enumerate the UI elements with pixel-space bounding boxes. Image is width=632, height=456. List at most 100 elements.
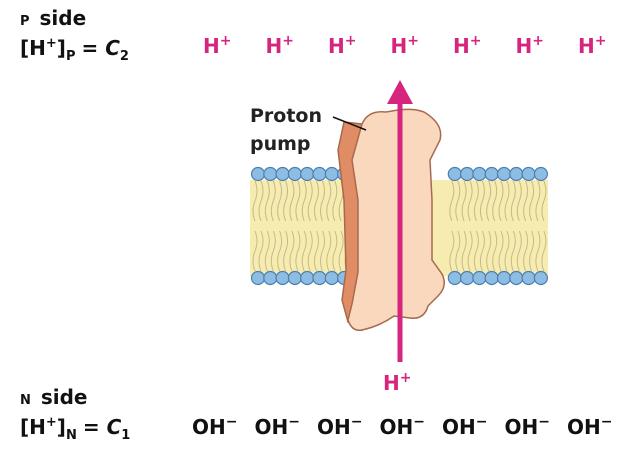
p-conc-equals: = — [81, 36, 105, 60]
lipid-tail-top — [516, 180, 522, 222]
proton-ion-base: H — [266, 34, 283, 58]
lipid-head-top — [447, 166, 462, 182]
proton-ion: H+ — [453, 33, 481, 58]
hydroxide-ion-charge: − — [351, 414, 363, 430]
hydroxide-ion-base: OH — [567, 415, 601, 439]
lipid-tail-top — [252, 180, 258, 222]
lipid-head-bottom — [521, 270, 536, 286]
lipid-tail-bottom — [529, 230, 535, 272]
lipid-tail-bottom — [320, 230, 325, 272]
lipid-tail-top — [510, 180, 516, 222]
hydroxide-ion-base: OH — [317, 415, 351, 439]
lipid-head-top — [533, 166, 549, 182]
lipid-tail-top — [486, 180, 492, 222]
pump-label-leader — [332, 116, 367, 131]
hydroxide-ion-base: OH — [380, 415, 414, 439]
lipid-head-bottom — [263, 270, 278, 286]
lipid-tail-bottom — [338, 230, 344, 272]
lipid-head-bottom — [533, 270, 549, 286]
lipid-tail-top — [301, 180, 307, 222]
lipid-tail-top — [461, 180, 467, 222]
hydroxide-ion-charge: − — [413, 414, 425, 430]
hydroxide-ion: OH− — [380, 414, 425, 439]
proton-ion-base: H — [203, 34, 220, 58]
lipid-head-bottom — [472, 270, 487, 286]
lipid-head-bottom — [250, 270, 266, 286]
proton-ion-base: H — [391, 34, 408, 58]
n-side-hydroxides: OH−OH−OH−OH−OH−OH−OH− — [192, 414, 612, 439]
p-conc-open: [H — [20, 36, 46, 60]
hydroxide-ion-base: OH — [192, 415, 226, 439]
lipid-tail-bottom — [516, 230, 522, 272]
lipid-tail-bottom — [449, 230, 455, 272]
p-conc-variable: C — [105, 36, 120, 60]
lipid-head-top — [324, 166, 339, 182]
lipid-tail-top — [283, 180, 289, 222]
n-conc-open: [H — [20, 415, 46, 439]
lipid-tail-bottom — [301, 230, 307, 272]
lipid-head-bottom — [287, 270, 302, 286]
lipid-tail-top — [289, 180, 295, 222]
proton-ion-charge: + — [220, 33, 232, 49]
lipid-tail-top — [535, 180, 541, 222]
lipid-tail-bottom — [289, 230, 295, 272]
pump-label-pump: pump — [250, 133, 311, 155]
lipid-tail-bottom — [479, 230, 485, 272]
n-conc-variable-subscript: 1 — [121, 428, 130, 443]
lipid-tail-bottom — [264, 230, 270, 272]
lipid-tail-bottom — [523, 230, 529, 272]
lipid-tail-bottom — [270, 230, 276, 272]
lipid-tails — [252, 180, 547, 272]
lipid-tail-bottom — [295, 230, 301, 272]
translocated-proton: H+ — [383, 370, 411, 395]
n-side-letter: N — [20, 393, 31, 408]
lipid-tail-bottom — [467, 230, 473, 272]
n-conc-close: ] — [57, 415, 66, 439]
lipid-tail-bottom — [492, 230, 498, 272]
proton-ion: H+ — [203, 33, 231, 58]
p-conc-close: ] — [57, 36, 66, 60]
lipid-tail-bottom — [535, 230, 541, 272]
lipid-tail-top — [270, 180, 276, 222]
lipid-head-bottom — [324, 270, 339, 286]
proton-ion-charge: + — [345, 33, 357, 49]
lipid-head-top — [460, 166, 475, 182]
hydroxide-ion-charge: − — [288, 414, 300, 430]
lipid-head-top — [472, 166, 487, 182]
lipid-tail-top — [467, 180, 473, 222]
hydroxide-ion: OH− — [255, 414, 300, 439]
p-conc-subscript: P — [66, 49, 76, 64]
lipid-tail-top — [498, 180, 504, 222]
lipid-head-bottom — [509, 270, 524, 286]
lipid-tail-top — [492, 180, 498, 222]
proton-ion: H+ — [391, 33, 419, 58]
proton-ion-charge: + — [595, 33, 607, 49]
proton-ion-base: H — [453, 34, 470, 58]
lipid-head-bottom — [496, 270, 512, 286]
lipid-tail-top — [455, 180, 461, 222]
hydroxide-ion-base: OH — [442, 415, 476, 439]
p-side-label: P side — [20, 6, 86, 30]
lipid-head-bottom — [312, 270, 327, 286]
p-conc-variable-subscript: 2 — [120, 49, 129, 64]
lipid-tail-bottom — [252, 230, 258, 272]
pump-body — [347, 108, 445, 332]
lipid-tail-top — [314, 180, 319, 222]
lipid-head-top — [275, 166, 290, 182]
hydroxide-ion-charge: − — [476, 414, 488, 430]
lipid-tail-top — [541, 180, 547, 222]
translocated-proton-charge: + — [400, 370, 412, 386]
lipid-head-bottom — [484, 270, 499, 286]
lipid-head-top — [250, 166, 266, 182]
n-conc-subscript: N — [66, 428, 77, 443]
lipid-tail-bottom — [486, 230, 492, 272]
lipid-tail-bottom — [326, 230, 332, 272]
proton-ion: H+ — [266, 33, 294, 58]
n-conc-charge: + — [46, 415, 57, 430]
proton-ion-base: H — [578, 34, 595, 58]
lipid-tail-top — [523, 180, 529, 222]
p-side-concentration: [H+]P= C2 — [20, 36, 129, 64]
n-conc-equals: = — [83, 415, 107, 439]
translocated-proton-base: H — [383, 371, 400, 395]
